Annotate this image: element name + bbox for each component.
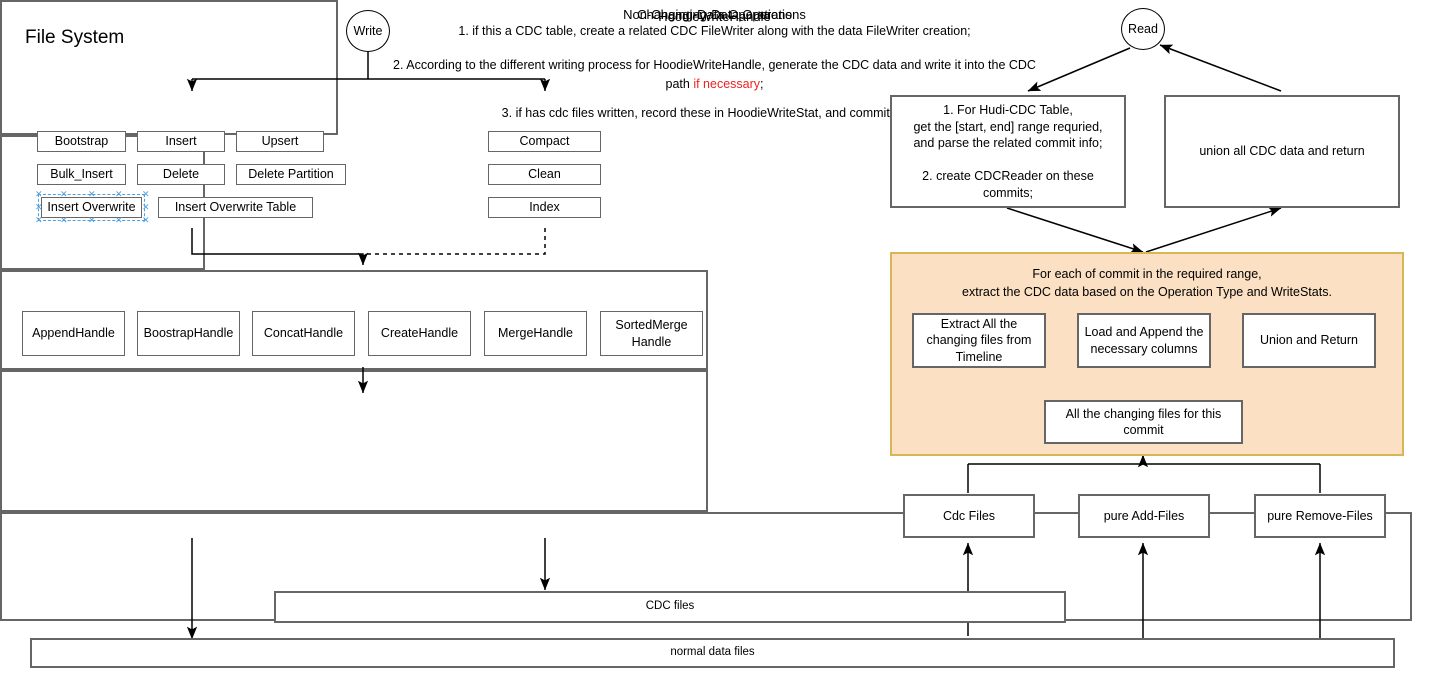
file-kind-cdc-files[interactable]: Cdc Files (903, 494, 1035, 538)
file-system-cdc-files-label: CDC files (645, 600, 695, 613)
file-system-normal-data-files[interactable]: normal data files (30, 638, 1395, 668)
file-system-title: File System (25, 27, 125, 48)
op-insert-overwrite-label: Insert Overwrite (47, 200, 136, 215)
handle-create[interactable]: CreateHandle (368, 311, 471, 356)
handle-boostrap-label: BoostrapHandle (143, 326, 234, 341)
op-bootstrap-label: Bootstrap (54, 134, 109, 149)
op-bulk-insert[interactable]: Bulk_Insert (37, 164, 126, 185)
commit-loop-feeder-label: All the changing files for this commit (1065, 406, 1222, 438)
selection-handle-ne[interactable]: ✕ (142, 189, 150, 199)
read-start-node[interactable]: Read (1121, 8, 1165, 50)
op-insert-overwrite-table-label: Insert Overwrite Table (174, 200, 297, 215)
cdc-write-step-3: 3. if has cdc files written, record thes… (501, 106, 928, 120)
commit-loop-step-extract[interactable]: Extract All the changing files from Time… (912, 313, 1046, 368)
cdc-write-step-2-part-a: 2. According to the different writing pr… (393, 58, 1036, 72)
op-upsert[interactable]: Upsert (236, 131, 324, 152)
commit-loop-step-union-return[interactable]: Union and Return (1242, 313, 1376, 368)
read-union-label: union all CDC data and return (1199, 144, 1365, 159)
op-insert[interactable]: Insert (137, 131, 225, 152)
cdc-write-step-2-part-c: ; (760, 77, 764, 92)
commit-loop-feeder[interactable]: All the changing files for this commit (1044, 400, 1243, 444)
selection-handle-n1[interactable]: ✕ (60, 189, 68, 199)
selection-handle-s3[interactable]: ✕ (115, 215, 123, 225)
selection-handle-s1[interactable]: ✕ (60, 215, 68, 225)
op-upsert-label: Upsert (261, 134, 299, 149)
selection-handle-n2[interactable]: ✕ (88, 189, 96, 199)
selection-handle-w[interactable]: ✕ (35, 202, 43, 212)
commit-loop-step-load-append[interactable]: Load and Append the necessary columns (1077, 313, 1211, 368)
op-compact[interactable]: Compact (488, 131, 601, 152)
op-bootstrap[interactable]: Bootstrap (37, 131, 126, 152)
file-kind-pure-add-files[interactable]: pure Add-Files (1078, 494, 1210, 538)
read-prepare-text: 1. For Hudi-CDC Table, get the [start, e… (913, 103, 1103, 200)
handle-append-label: AppendHandle (32, 326, 115, 341)
changing-data-operations-group: Changing-Data Operations (0, 0, 792, 135)
hoodie-write-handle-title: HoodieWriteHandle (658, 9, 771, 24)
op-insert-label: Insert (165, 134, 197, 149)
selection-handle-s2[interactable]: ✕ (88, 215, 96, 225)
op-insert-overwrite[interactable]: Insert Overwrite (41, 197, 142, 218)
non-changing-data-operations-title: Non-Changing-Data Operations (623, 7, 806, 22)
file-kind-pure-remove-files[interactable]: pure Remove-Files (1254, 494, 1386, 538)
op-delete-partition[interactable]: Delete Partition (236, 164, 346, 185)
file-kind-cdc-files-label: Cdc Files (942, 508, 996, 523)
file-system-normal-data-files-label: normal data files (670, 646, 755, 659)
file-kind-pure-add-files-label: pure Add-Files (1103, 508, 1185, 523)
op-compact-label: Compact (519, 134, 570, 149)
handle-merge-label: MergeHandle (497, 326, 574, 341)
op-clean-label: Clean (528, 167, 561, 182)
cdc-write-steps-box: 1. if this a CDC table, create a related… (0, 24, 1036, 512)
op-index-label: Index (529, 200, 560, 215)
handle-sorted-merge[interactable]: SortedMerge Handle (600, 311, 703, 356)
op-delete-label: Delete (162, 167, 200, 182)
cdc-write-step-2-part-b: path (665, 77, 694, 92)
handle-concat[interactable]: ConcatHandle (252, 311, 355, 356)
op-bulk-insert-label: Bulk_Insert (50, 167, 113, 182)
handle-concat-label: ConcatHandle (263, 326, 344, 341)
handle-merge[interactable]: MergeHandle (484, 311, 587, 356)
op-delete-partition-label: Delete Partition (248, 167, 334, 182)
handle-create-label: CreateHandle (380, 326, 459, 341)
file-system-cdc-files[interactable]: CDC files (274, 591, 1066, 623)
op-insert-overwrite-table[interactable]: Insert Overwrite Table (158, 197, 313, 218)
write-start-label: Write (353, 23, 383, 38)
selection-handle-e[interactable]: ✕ (142, 202, 150, 212)
selection-handle-sw[interactable]: ✕ (35, 215, 43, 225)
cdc-write-step-2-emphasis: if necessary (693, 77, 761, 92)
cdc-write-step-2: 2. According to the different writing pr… (14, 56, 1415, 95)
selection-handle-nw[interactable]: ✕ (35, 189, 43, 199)
selection-handle-se[interactable]: ✕ (142, 215, 150, 225)
op-clean[interactable]: Clean (488, 164, 601, 185)
commit-loop-step-load-append-label: Load and Append the necessary columns (1084, 325, 1204, 356)
commit-loop-header: For each of commit in the required range… (962, 267, 1332, 300)
read-start-label: Read (1128, 21, 1158, 36)
commit-loop-step-extract-label: Extract All the changing files from Time… (926, 316, 1032, 364)
read-union-box[interactable]: union all CDC data and return (1164, 95, 1400, 208)
handle-sorted-merge-label: SortedMerge Handle (615, 318, 688, 349)
handle-append[interactable]: AppendHandle (22, 311, 125, 356)
file-kind-pure-remove-files-label: pure Remove-Files (1267, 508, 1373, 523)
commit-loop-step-union-return-label: Union and Return (1260, 333, 1358, 348)
changing-data-operations-title: Changing-Data Operations (637, 7, 792, 22)
read-prepare-box[interactable]: 1. For Hudi-CDC Table, get the [start, e… (890, 95, 1126, 208)
handle-boostrap[interactable]: BoostrapHandle (137, 311, 240, 356)
cdc-write-step-1: 1. if this a CDC table, create a related… (458, 24, 971, 38)
write-start-node[interactable]: Write (346, 10, 390, 52)
selection-handle-n3[interactable]: ✕ (115, 189, 123, 199)
op-index[interactable]: Index (488, 197, 601, 218)
op-delete[interactable]: Delete (137, 164, 225, 185)
